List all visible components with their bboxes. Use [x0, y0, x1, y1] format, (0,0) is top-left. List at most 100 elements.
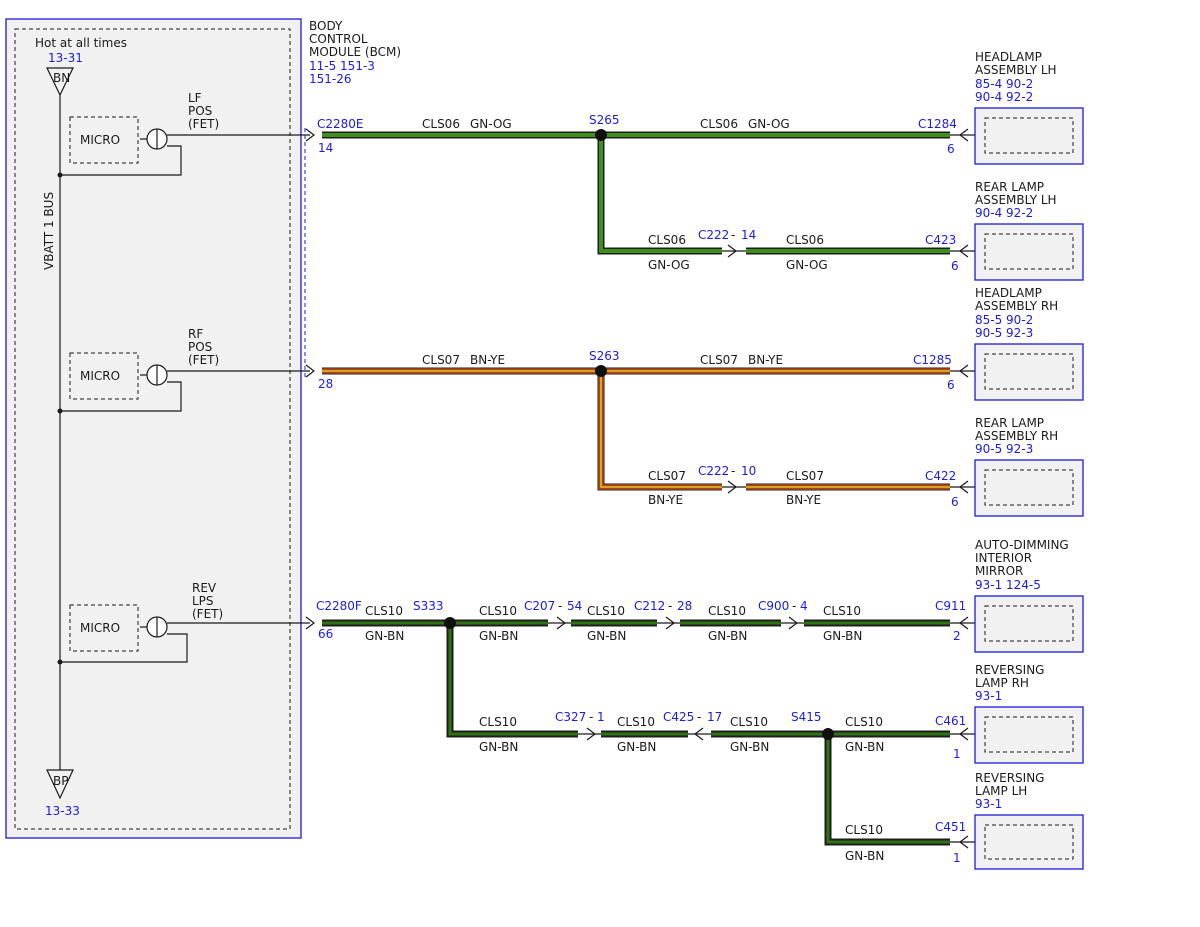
lf-output: MICRO LF POS (FET) [57, 91, 315, 178]
top-terminal-code: BN [53, 71, 70, 85]
rev-output-line-1: REV [192, 581, 217, 595]
s263-label: S263 [589, 349, 620, 363]
c327-name: C327 [555, 710, 586, 724]
inline-connector-c327[interactable] [578, 727, 601, 741]
row5-color-1: GN-BN [365, 629, 404, 643]
s265-label: S265 [589, 113, 620, 127]
mirror-ref-1: 93-1 124-5 [975, 578, 1041, 592]
row7-color: GN-BN [845, 849, 884, 863]
bcm-ref-1: 11-5 151-3 [309, 59, 375, 73]
component-rev-lamp-lh[interactable] [974, 814, 1084, 870]
c461-name: C461 [935, 714, 966, 728]
row4-circuit-a: CLS07 [648, 469, 686, 483]
wire-cls06[interactable] [322, 131, 950, 255]
rf-output-line-1: RF [188, 327, 203, 341]
component-headlamp-rh[interactable] [974, 343, 1084, 401]
row5-color-5: GN-BN [823, 629, 862, 643]
row3-color-a: BN-YE [470, 353, 505, 367]
inline-connector-c207[interactable] [548, 616, 571, 630]
c422-name: C422 [925, 469, 956, 483]
row5-circuit-5: CLS10 [823, 604, 861, 618]
row5-color-2: GN-BN [479, 629, 518, 643]
component-rev-lamp-rh[interactable] [974, 706, 1084, 764]
component-mirror[interactable] [974, 595, 1084, 653]
lf-output-line-3: (FET) [188, 117, 219, 131]
component-headlamp-lh[interactable] [974, 107, 1084, 165]
rev-output-line-2: LPS [192, 594, 214, 608]
s415-label: S415 [791, 710, 822, 724]
c222-14-dash: - [731, 228, 735, 242]
c222-14-name: C222 [698, 228, 729, 242]
top-terminal-ref: 13-31 [48, 51, 83, 65]
c900-dash: - [792, 599, 796, 613]
bottom-terminal[interactable]: BP [46, 769, 74, 800]
splice-s333[interactable] [444, 617, 456, 629]
top-terminal[interactable]: BN [46, 67, 74, 97]
hot-label: Hot at all times [35, 36, 127, 50]
c900-name: C900 [758, 599, 789, 613]
row6-color-1: GN-BN [479, 740, 518, 754]
c1284-name: C1284 [918, 117, 957, 131]
mirror-name-3: MIRROR [975, 564, 1023, 578]
component-rear-lamp-lh[interactable] [974, 223, 1084, 281]
rf-arrow [305, 364, 315, 378]
headlamp-lh-name-2: ASSEMBLY LH [975, 63, 1057, 77]
splice-s263[interactable] [595, 365, 607, 377]
row6-circuit-2: CLS10 [617, 715, 655, 729]
bcm-name-line-3: MODULE (BCM) [309, 45, 401, 59]
row6-color-2: GN-BN [617, 740, 656, 754]
row7-circuit: CLS10 [845, 823, 883, 837]
rev-lamp-lh-ref-1: 93-1 [975, 797, 1002, 811]
row1-circuit-a: CLS06 [422, 117, 460, 131]
bottom-terminal-symbol [46, 769, 74, 800]
headlamp-rh-ref-2: 90-5 92-3 [975, 326, 1033, 340]
row2-color-b: GN-OG [786, 258, 828, 272]
bcm-name-line-1: BODY [309, 19, 343, 33]
rf-output: MICRO RF POS (FET) [57, 327, 315, 414]
c222-10-pin: 10 [741, 464, 756, 478]
wire-cls10[interactable] [322, 619, 950, 846]
row5-circuit-4: CLS10 [708, 604, 746, 618]
row3-circuit-b: CLS07 [700, 353, 738, 367]
headlamp-lh-ref-1: 85-4 90-2 [975, 77, 1033, 91]
row3-circuit-a: CLS07 [422, 353, 460, 367]
c207-dash: - [558, 599, 562, 613]
row1-color-b: GN-OG [748, 117, 790, 131]
bcm-module[interactable] [5, 18, 302, 839]
rear-lamp-lh-name-2: ASSEMBLY LH [975, 193, 1057, 207]
c207-name: C207 [524, 599, 555, 613]
inline-connector-c900[interactable] [781, 616, 804, 630]
top-terminal-symbol [46, 67, 74, 97]
bus-label: VBATT 1 BUS [42, 192, 56, 270]
c212-pin: 28 [677, 599, 692, 613]
splice-s265[interactable] [595, 129, 607, 141]
headlamp-rh-ref-1: 85-5 90-2 [975, 313, 1033, 327]
inline-connector-c222-14[interactable] [722, 244, 746, 258]
row6-circuit-4: CLS10 [845, 715, 883, 729]
splice-s415[interactable] [822, 728, 834, 740]
c327-pin: 1 [597, 710, 605, 724]
bcm-outline [5, 18, 302, 839]
inline-connector-c425[interactable] [688, 727, 711, 741]
rf-pin: 28 [318, 377, 333, 391]
c222-10-name: C222 [698, 464, 729, 478]
inline-connector-c222-10[interactable] [722, 480, 746, 494]
wire-cls07[interactable] [322, 367, 950, 491]
inline-connector-c212[interactable] [657, 616, 680, 630]
lf-output-line-1: LF [188, 91, 202, 105]
s333-label: S333 [413, 599, 444, 613]
row6-color-4: GN-BN [845, 740, 884, 754]
rear-lamp-rh-name-1: REAR LAMP [975, 416, 1044, 430]
c1285-pin: 6 [947, 378, 955, 392]
rev-micro-label: MICRO [80, 621, 120, 635]
row2-color-a: GN-OG [648, 258, 690, 272]
c911-pin: 2 [953, 629, 961, 643]
rf-micro-label: MICRO [80, 369, 120, 383]
rear-lamp-lh-name-1: REAR LAMP [975, 180, 1044, 194]
c2280f-name: C2280F [316, 599, 362, 613]
bcm-inner-outline [14, 28, 291, 830]
c425-pin: 17 [707, 710, 722, 724]
c423-name: C423 [925, 233, 956, 247]
component-rear-lamp-rh[interactable] [974, 459, 1084, 517]
